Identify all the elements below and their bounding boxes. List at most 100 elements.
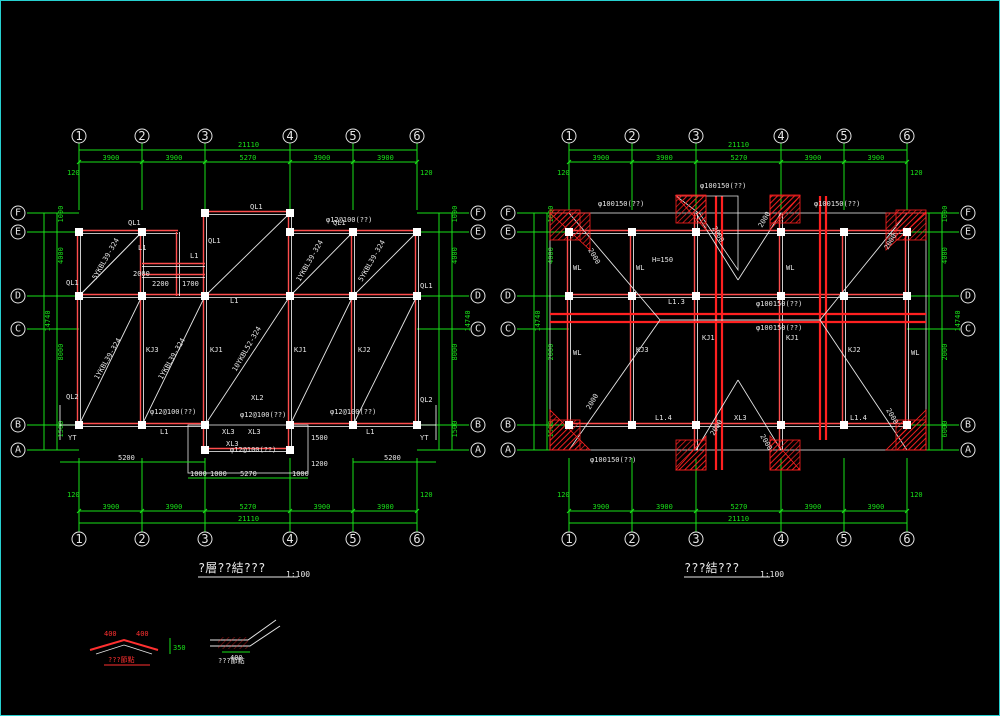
left-dim-right: 4000: [451, 247, 459, 264]
left-row-label-left: C: [15, 324, 21, 335]
right-col-bubble-bottom: [773, 531, 789, 547]
left-beam-label: YT: [420, 434, 429, 442]
right-col-label-top: 4: [777, 129, 784, 143]
left-row-label-right: A: [475, 445, 481, 456]
left-row-bubble-right: [470, 288, 486, 304]
left-slab-diagonal: [204, 295, 291, 426]
right-note: φ100150(??): [756, 324, 802, 332]
left-beam-label: L1: [138, 244, 146, 252]
left-dim-offset-top-left: 120: [67, 169, 80, 177]
left-subdim2: 1000: [190, 470, 207, 478]
left-dim-offset-top-right: 120: [420, 169, 433, 177]
left-beam-label: KJ1: [294, 346, 307, 354]
right-col-bubble-top: [624, 128, 640, 144]
left-note: φ12@100(??): [326, 216, 372, 224]
right-dim-total-right: 14740: [954, 310, 962, 331]
left-row-label-right: E: [475, 227, 481, 238]
left-row-bubble-left: [10, 321, 26, 337]
left-col-label-bottom: 5: [349, 532, 356, 546]
left-col-bubble-top: [134, 128, 150, 144]
right-column: [777, 292, 785, 300]
left-column: [413, 421, 421, 429]
right-col-bubble-bottom: [561, 531, 577, 547]
left-row-bubble-right: [470, 321, 486, 337]
left-beam-label: QL2: [420, 396, 433, 404]
right-dim-left: 2000: [547, 344, 555, 361]
left-note: 2200: [152, 280, 169, 288]
left-note: 1000: [210, 470, 227, 478]
right-row-label-left: A: [505, 445, 511, 456]
left-col-label-top: 1: [75, 129, 82, 143]
left-dim-top: 3900: [166, 154, 183, 162]
left-slab-label: 1YKBL39-324: [93, 337, 123, 381]
left-col-bubble-bottom: [197, 531, 213, 547]
left-slab-diagonal: [204, 212, 291, 297]
left-column: [286, 446, 294, 454]
right-column: [565, 421, 573, 429]
left-dim-total-bottom: 21110: [238, 515, 259, 523]
right-col-label-bottom: 1: [565, 532, 572, 546]
left-row-label-left: D: [15, 291, 21, 302]
right-col-label-bottom: 3: [692, 532, 699, 546]
left-col-bubble-bottom: [71, 531, 87, 547]
left-slab-label: 5YKBL39-324: [91, 237, 121, 281]
right-col-label-bottom: 6: [903, 532, 910, 546]
right-dim-bottom: 5270: [731, 503, 748, 511]
right-beam-label: KJ1: [702, 334, 715, 342]
right-beam-label: WL: [786, 264, 794, 272]
left-beam-label: L1: [190, 252, 198, 260]
right-hip-line: [737, 379, 782, 451]
left-col-bubble-top: [282, 128, 298, 144]
left-porch-outline: [187, 424, 309, 474]
right-column: [628, 292, 636, 300]
right-col-label-top: 5: [840, 129, 847, 143]
right-col-label-bottom: 2: [628, 532, 635, 546]
left-col-bubble-top: [409, 128, 425, 144]
left-dim-right: 1500: [451, 421, 459, 438]
left-row-label-left: A: [15, 445, 21, 456]
right-row-bubble-left: [500, 417, 516, 433]
left-col-bubble-top: [345, 128, 361, 144]
right-dim-right: 4000: [941, 247, 949, 264]
left-col-label-top: 6: [413, 129, 420, 143]
right-dim-top: 3900: [656, 154, 673, 162]
left-column: [138, 292, 146, 300]
left-row-label-left: F: [15, 208, 21, 219]
left-beam-label: KJ2: [358, 346, 371, 354]
left-note: φ12@100(??): [150, 408, 196, 416]
right-dim-bottom: 3900: [868, 503, 885, 511]
left-col-label-bottom: 2: [138, 532, 145, 546]
right-row-bubble-right: [960, 205, 976, 221]
left-dim-bottom: 3900: [103, 503, 120, 511]
right-column: [777, 228, 785, 236]
right-col-label-bottom: 4: [777, 532, 784, 546]
left-dim-total-left: 14740: [44, 310, 52, 331]
right-note-rotated: 2000: [586, 247, 601, 266]
left-column: [75, 292, 83, 300]
left-column: [201, 421, 209, 429]
left-slab-diagonal: [289, 295, 354, 426]
left-dim-offset-bottom-right: 120: [420, 491, 433, 499]
left-subdim2: 1000: [292, 470, 309, 478]
right-col-label-top: 3: [692, 129, 699, 143]
left-column: [413, 292, 421, 300]
detail-1-dim-b: 400: [136, 630, 149, 638]
left-beam-label: QL2: [66, 393, 79, 401]
detail-2-label: ???節點: [218, 656, 245, 665]
left-dim-right: 1000: [451, 206, 459, 223]
left-dim-offset-bottom-left: 120: [67, 491, 80, 499]
right-note-rotated: 2000: [758, 433, 773, 452]
left-column: [349, 421, 357, 429]
right-row-label-right: F: [965, 208, 971, 219]
right-column: [628, 421, 636, 429]
left-column: [349, 292, 357, 300]
left-row-bubble-right: [470, 442, 486, 458]
left-dim-right: 8000: [451, 344, 459, 361]
left-dim-top: 3900: [103, 154, 120, 162]
left-dim-top: 3900: [314, 154, 331, 162]
right-column: [903, 228, 911, 236]
right-note: φ100150(??): [590, 456, 636, 464]
right-beam-label: WL: [636, 264, 644, 272]
